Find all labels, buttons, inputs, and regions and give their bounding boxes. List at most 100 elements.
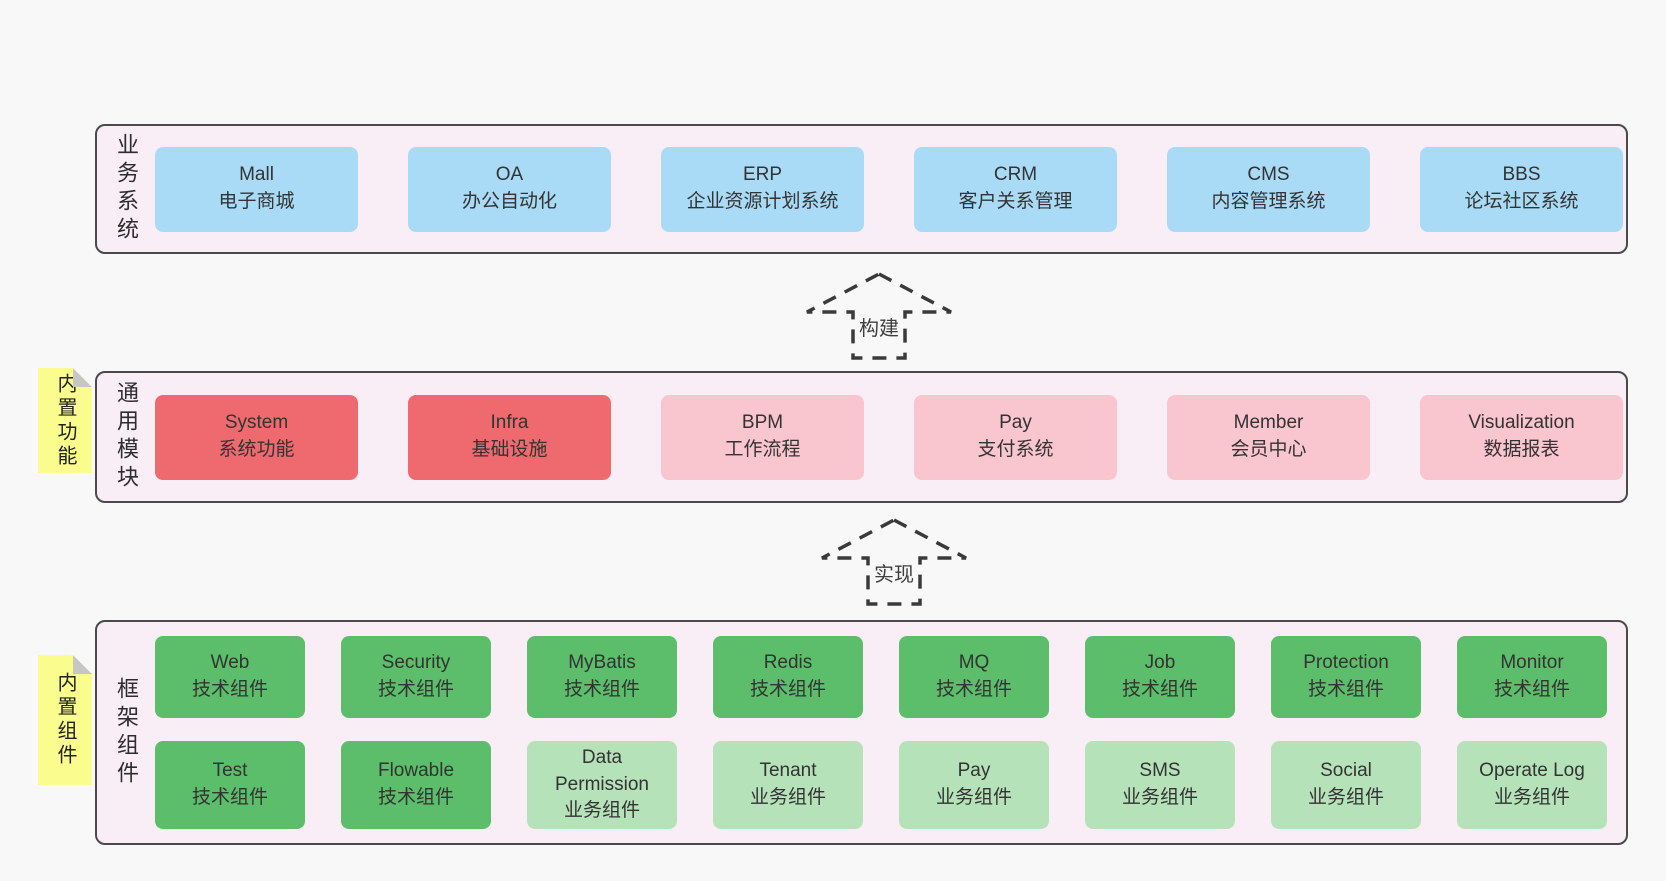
box-subtitle: 电子商城 (218, 191, 295, 212)
module-box-mybatis: MyBatis 技术组件 (527, 635, 677, 718)
box-subtitle: 技术组件 (935, 678, 1012, 700)
box-subtitle: 技术组件 (377, 678, 454, 700)
layer-business-systems: 业务系统 Mall 电子商城 OA 办公自动化 ERP 企业资源计划系统 CRM 客户关系管理… (95, 124, 1628, 254)
box-subtitle: 客户关系管理 (958, 191, 1073, 212)
box-title: Data Permission (555, 746, 649, 795)
box-subtitle: 技术组件 (377, 787, 454, 808)
box-title: Security (381, 651, 451, 673)
note-label: 内置组件 (54, 672, 76, 768)
box-title: Operate Log (1479, 760, 1585, 782)
module-box-bbs: BBS 论坛社区系统 (1420, 146, 1623, 232)
layer-boxes: Mall 电子商城 OA 办公自动化 ERP 企业资源计划系统 CRM 客户关系管理 CMS 内容… (155, 126, 1626, 252)
box-subtitle: 系统功能 (218, 439, 295, 460)
box-subtitle: 技术组件 (1307, 678, 1384, 700)
box-title: OA (495, 164, 524, 186)
module-box-security: Security 技术组件 (341, 635, 491, 718)
box-title: SMS (1139, 760, 1181, 782)
box-title: Social (1320, 760, 1372, 782)
module-box-social: Social 业务组件 (1271, 740, 1421, 830)
box-subtitle: 会员中心 (1230, 439, 1307, 460)
module-box-web: Web 技术组件 (155, 635, 305, 718)
module-box-cms: CMS 内容管理系统 (1167, 146, 1370, 232)
module-box-erp: ERP 企业资源计划系统 (661, 146, 864, 232)
box-title: Tenant (759, 760, 817, 782)
box-title: Mall (239, 164, 274, 186)
module-box-operate-log: Operate Log 业务组件 (1457, 740, 1607, 830)
note-label: 内置功能 (54, 372, 76, 469)
module-box-system: System 系统功能 (155, 394, 358, 480)
box-row: Mall 电子商城 OA 办公自动化 ERP 企业资源计划系统 CRM 客户关系管理 CMS 内容… (155, 146, 1626, 232)
box-title: Pay (999, 412, 1032, 434)
box-title: Flowable (377, 760, 455, 782)
box-subtitle: 业务组件 (1493, 787, 1570, 808)
box-subtitle: 工作流程 (724, 439, 801, 460)
module-box-monitor: Monitor 技术组件 (1457, 635, 1607, 718)
module-box-sms: SMS 业务组件 (1085, 740, 1235, 830)
box-subtitle: 办公自动化 (461, 191, 557, 212)
box-title: Test (212, 760, 248, 782)
box-title: Pay (957, 760, 991, 782)
module-box-flowable: Flowable 技术组件 (341, 740, 491, 830)
box-subtitle: 业务组件 (1121, 787, 1198, 808)
module-box-pay: Pay 支付系统 (914, 394, 1117, 480)
layer-label-text: 业务系统 (114, 133, 139, 245)
box-title: Monitor (1500, 651, 1564, 673)
box-subtitle: 技术组件 (749, 678, 826, 700)
box-title: CRM (993, 164, 1038, 186)
box-title: Protection (1303, 651, 1389, 673)
box-subtitle: 论坛社区系统 (1464, 191, 1579, 212)
box-title: Web (210, 651, 250, 673)
box-title: System (224, 412, 289, 434)
layer-label-common-modules: 通用模块 (97, 373, 155, 501)
box-subtitle: 支付系统 (977, 439, 1054, 460)
module-box-tenant: Tenant 业务组件 (713, 740, 863, 830)
layer-label-text: 框架组件 (114, 676, 139, 789)
note-fold-corner-icon (73, 368, 92, 387)
box-subtitle: 内容管理系统 (1211, 191, 1326, 212)
box-subtitle: 数据报表 (1483, 439, 1560, 460)
module-box-oa: OA 办公自动化 (408, 146, 611, 232)
module-box-data-permission: Data Permission 业务组件 (527, 740, 677, 830)
box-subtitle: 技术组件 (1493, 678, 1570, 700)
box-title: MQ (958, 651, 990, 673)
box-subtitle: 技术组件 (191, 678, 268, 700)
box-subtitle: 业务组件 (935, 787, 1012, 808)
box-subtitle: 业务组件 (1307, 787, 1384, 808)
arrow-build: 构建 (800, 268, 958, 364)
module-box-crm: CRM 客户关系管理 (914, 146, 1117, 232)
box-title: Infra (490, 412, 529, 434)
module-box-pay: Pay 业务组件 (899, 740, 1049, 830)
arrow-implement: 实现 (815, 514, 973, 610)
box-title: Job (1144, 651, 1176, 673)
box-title: MyBatis (568, 651, 636, 673)
box-subtitle: 技术组件 (563, 678, 640, 700)
box-title: ERP (742, 164, 783, 186)
box-title: CMS (1247, 164, 1290, 186)
module-box-protection: Protection 技术组件 (1271, 635, 1421, 718)
sticky-note-builtin-features: 内置功能 (38, 368, 92, 473)
layer-label-text: 通用模块 (114, 381, 139, 493)
box-subtitle: 业务组件 (563, 800, 640, 822)
box-title: BBS (1502, 164, 1541, 186)
arrow-implement-label: 实现 (871, 558, 917, 587)
module-box-mall: Mall 电子商城 (155, 146, 358, 232)
layer-label-framework-components: 框架组件 (97, 622, 155, 843)
sticky-note-builtin-components: 内置组件 (38, 655, 92, 785)
box-subtitle: 业务组件 (749, 787, 826, 808)
box-subtitle: 企业资源计划系统 (686, 191, 839, 212)
